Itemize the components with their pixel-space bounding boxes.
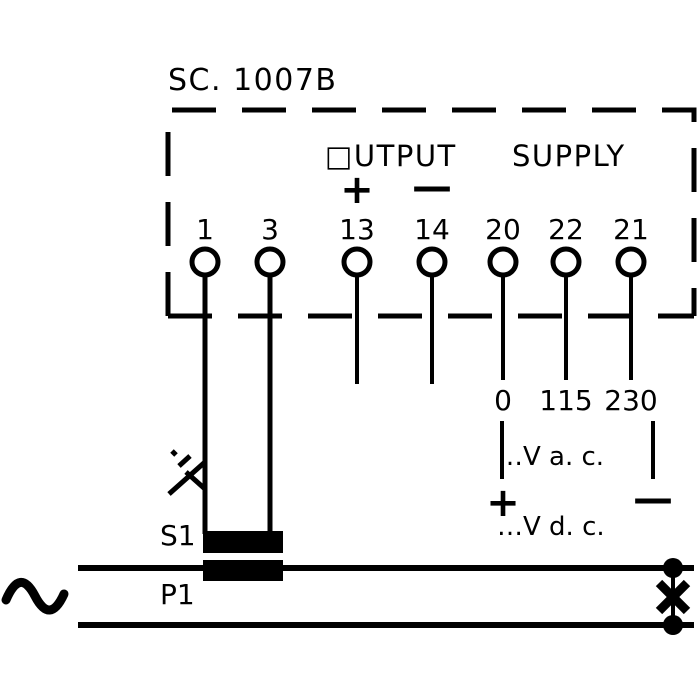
ac-voltage-note: …V a. c. <box>497 442 604 472</box>
terminal-circle-20[interactable] <box>487 246 519 278</box>
node-dot-top <box>663 558 683 578</box>
voltage-tap-230: 230 <box>604 384 657 417</box>
ac-source-icon <box>1 578 69 615</box>
ct-primary-label: P1 <box>160 578 195 611</box>
output-section-label: □UTPUT <box>325 139 457 173</box>
voltage-tap-0: 0 <box>494 384 512 417</box>
ct-secondary-bar <box>203 531 283 553</box>
terminal-number-20: 20 <box>485 213 521 246</box>
voltage-tap-115: 115 <box>539 384 592 417</box>
device-enclosure-dashed-top <box>165 107 697 316</box>
output-minus-sign: — <box>412 164 452 210</box>
shield-arrow-icon <box>167 449 207 496</box>
terminal-number-3: 3 <box>261 213 279 246</box>
load-symbol-icon <box>655 558 691 635</box>
terminal-circle-14[interactable] <box>416 246 448 278</box>
terminal-circle-3[interactable] <box>254 246 286 278</box>
node-dot-bottom <box>663 615 683 635</box>
ct-primary-bar <box>203 560 283 581</box>
dc-plus-sign: + <box>486 480 520 526</box>
terminal-circle-1[interactable] <box>189 246 221 278</box>
supply-section-label: SUPPLY <box>512 139 626 173</box>
terminal-number-13: 13 <box>339 213 375 246</box>
dc-minus-sign: — <box>633 476 673 522</box>
output-plus-sign: + <box>340 167 374 213</box>
diagram-title: SC. 1007B <box>168 63 338 98</box>
terminal-number-1: 1 <box>196 213 214 246</box>
terminal-number-21: 21 <box>613 213 649 246</box>
terminal-circle-22[interactable] <box>550 246 582 278</box>
terminal-circle-13[interactable] <box>341 246 373 278</box>
terminal-circle-21[interactable] <box>615 246 647 278</box>
ct-secondary-label: S1 <box>160 519 196 552</box>
terminal-number-14: 14 <box>414 213 450 246</box>
dc-voltage-note: …V d. c. <box>497 512 605 542</box>
terminal-number-22: 22 <box>548 213 584 246</box>
